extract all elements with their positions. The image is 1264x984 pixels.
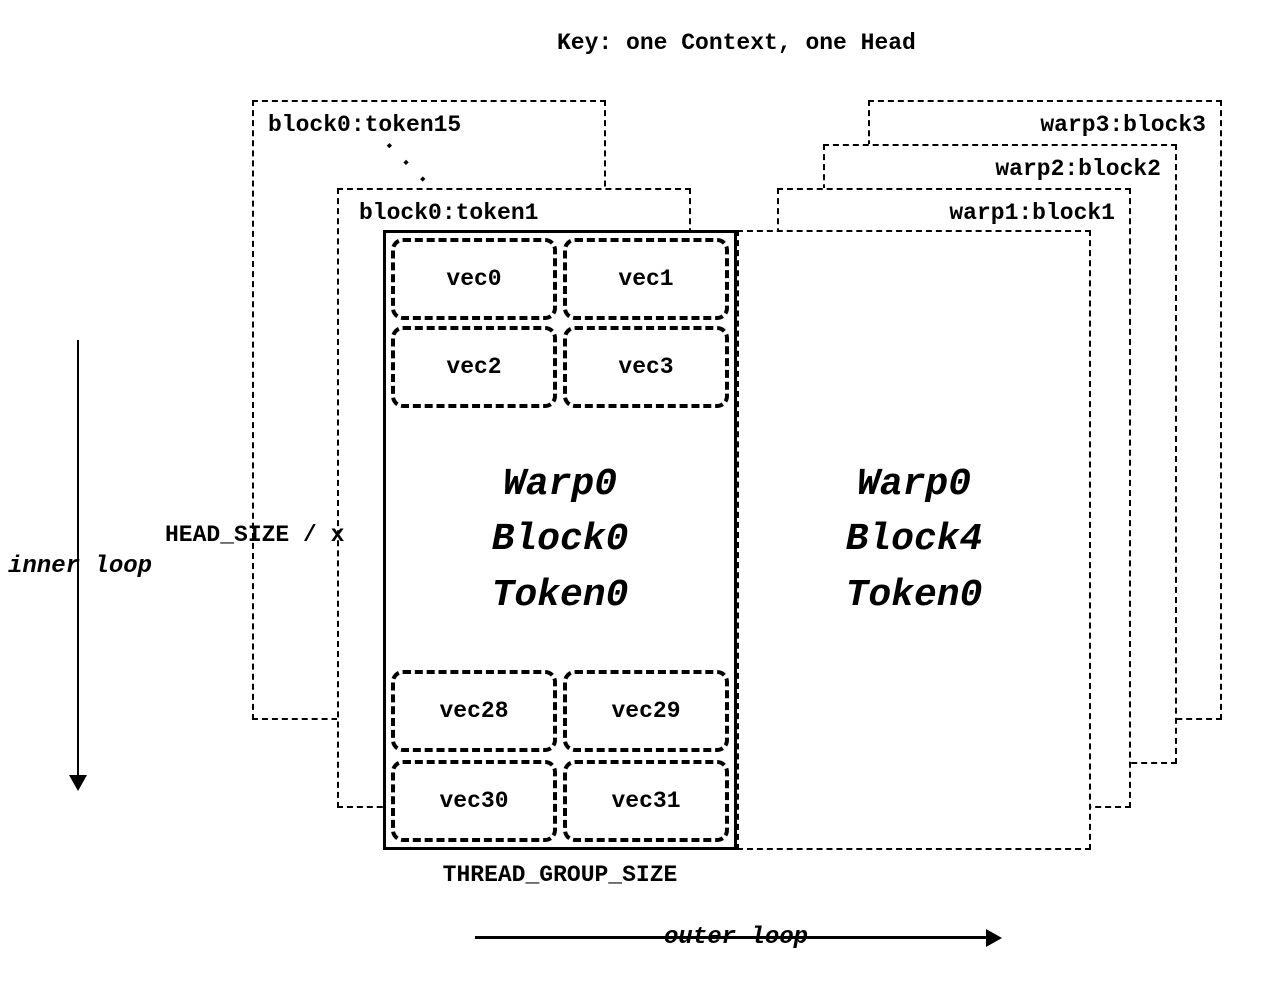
block0-caption-line3: Token0 [491, 573, 629, 617]
block0-caption-line1: Warp0 [502, 463, 618, 507]
vec0-label: vec0 [446, 266, 502, 292]
token1-label: block0:token1 [359, 200, 539, 226]
block0-rect: vec0 vec1 vec2 vec3 Warp0 Block0 Token0 … [383, 230, 737, 850]
head-size-label: HEAD_SIZE / x [165, 522, 345, 548]
inner-loop-arrow-line [77, 340, 79, 778]
outer-loop-label: outer loop [664, 924, 809, 951]
block4-caption-line2: Block4 [845, 518, 983, 562]
diagram-title: Key: one Context, one Head [557, 30, 916, 56]
vec30-box: vec30 [391, 760, 557, 842]
vec30-label: vec30 [439, 788, 509, 814]
outer-loop-arrowhead [986, 929, 1002, 947]
block4-caption: Warp0 Block4 Token0 [739, 232, 1089, 848]
vec3-label: vec3 [618, 354, 674, 380]
vec28-label: vec28 [439, 698, 509, 724]
vec1-box: vec1 [563, 238, 729, 320]
block0-caption: Warp0 Block0 Token0 [386, 233, 734, 847]
vec31-label: vec31 [611, 788, 681, 814]
vec2-box: vec2 [391, 326, 557, 408]
inner-loop-label: inner loop [8, 553, 153, 580]
warp3-label: warp3:block3 [1040, 112, 1206, 138]
block4-caption-line3: Token0 [845, 573, 983, 617]
vec29-box: vec29 [563, 670, 729, 752]
vec31-box: vec31 [563, 760, 729, 842]
block4-caption-line1: Warp0 [856, 463, 972, 507]
outer-loop-arrow-line [475, 936, 987, 939]
vec1-label: vec1 [618, 266, 674, 292]
vec3-box: vec3 [563, 326, 729, 408]
token15-label: block0:token15 [268, 112, 462, 138]
vec28-box: vec28 [391, 670, 557, 752]
warp1-label: warp1:block1 [949, 200, 1115, 226]
vec29-label: vec29 [611, 698, 681, 724]
vec2-label: vec2 [446, 354, 502, 380]
block0-caption-line2: Block0 [491, 518, 629, 562]
thread-group-size-label: THREAD_GROUP_SIZE [442, 862, 678, 888]
inner-loop-arrowhead [69, 775, 87, 791]
block4-rect: Warp0 Block4 Token0 [737, 230, 1091, 850]
warp2-label: warp2:block2 [995, 156, 1161, 182]
vec0-box: vec0 [391, 238, 557, 320]
